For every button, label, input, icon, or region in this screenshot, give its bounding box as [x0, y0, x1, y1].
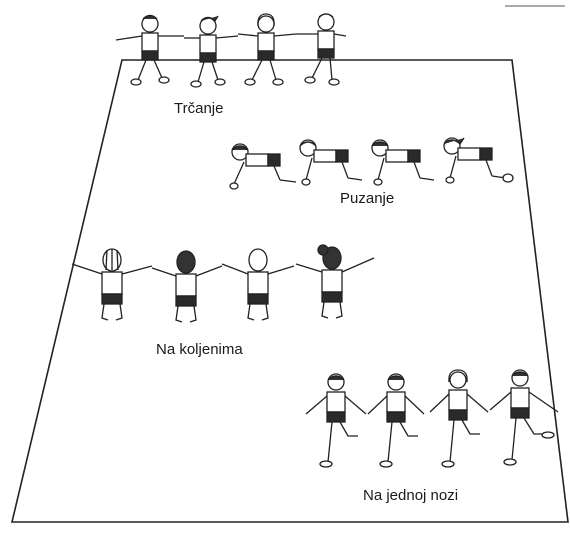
group-crawling [229, 137, 514, 190]
child-figure [299, 139, 363, 186]
child-figure [371, 139, 435, 186]
child-figure [489, 369, 559, 466]
child-figure [429, 369, 489, 468]
child-figure [184, 15, 239, 88]
floor-outline [10, 59, 569, 523]
child-figure [229, 143, 297, 190]
label-one-leg: Na jednoj nozi [363, 487, 459, 504]
label-running: Trčanje [174, 100, 224, 117]
child-figure [71, 248, 153, 321]
group-one-leg [305, 369, 559, 468]
child-figure [305, 373, 367, 468]
child-figure [367, 373, 425, 468]
label-kneeling: Na koljenima [156, 341, 243, 358]
group-running [115, 13, 347, 88]
child-figure [296, 13, 347, 86]
child-figure [295, 244, 375, 319]
group-kneeling [71, 244, 375, 323]
label-crawling: Puzanje [340, 190, 395, 207]
child-figure [443, 137, 514, 184]
child-figure [151, 250, 223, 323]
child-figure [221, 248, 295, 321]
child-figure [237, 13, 297, 86]
child-figure [115, 14, 184, 86]
